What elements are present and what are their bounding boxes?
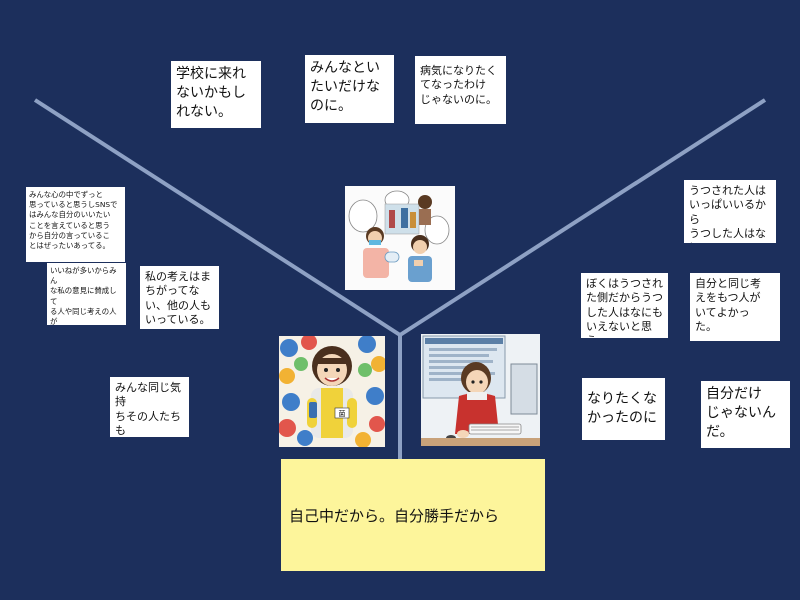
note-top-right: 病気になりたく てなったわけ じゃないのに。 [415, 56, 506, 124]
note-left-low: みんな同じ気持 ちその人たちも ずっと思ってる にちがいない。 [110, 377, 189, 437]
center-conclusion-note: 自己中だから。自分勝手だから [281, 459, 545, 571]
right-scene-illustration [421, 334, 540, 446]
left-scene-illustration: 菌 [279, 336, 385, 447]
note-left-mid: 私の考えはま ちがってな い、他の人も いっている。 [140, 266, 219, 329]
note-left-small-1: みんな心の中でずっと 思っていると思うしSNSで はみんな自分のいいたい ことを… [26, 187, 125, 262]
note-left-small-2: いいねが多いからみん な私の意見に賛成して る人や同じ考えの人が いっぱいいるか… [47, 263, 126, 325]
note-right-low-2: 自分だけ じゃないん だ。 [701, 381, 790, 448]
y-line-left-arm [33, 98, 402, 337]
note-right-low-1: なりたくな かったのに [582, 378, 665, 440]
note-right-mid-1: ぼくはうつされ た側だからうつ した人はなにも いえないと思う。 [581, 273, 668, 338]
note-right-mid-2: 自分と同じ考 えをもつ人が いてよかっ た。 [690, 273, 780, 341]
note-top-mid: みんなとい たいだけな のに。 [305, 55, 394, 123]
y-line-right-arm [398, 98, 767, 337]
top-scene-illustration [345, 186, 455, 290]
note-top-left: 学校に来れ ないかもし れない。 [171, 61, 261, 128]
badge-text: 菌 [339, 409, 346, 418]
